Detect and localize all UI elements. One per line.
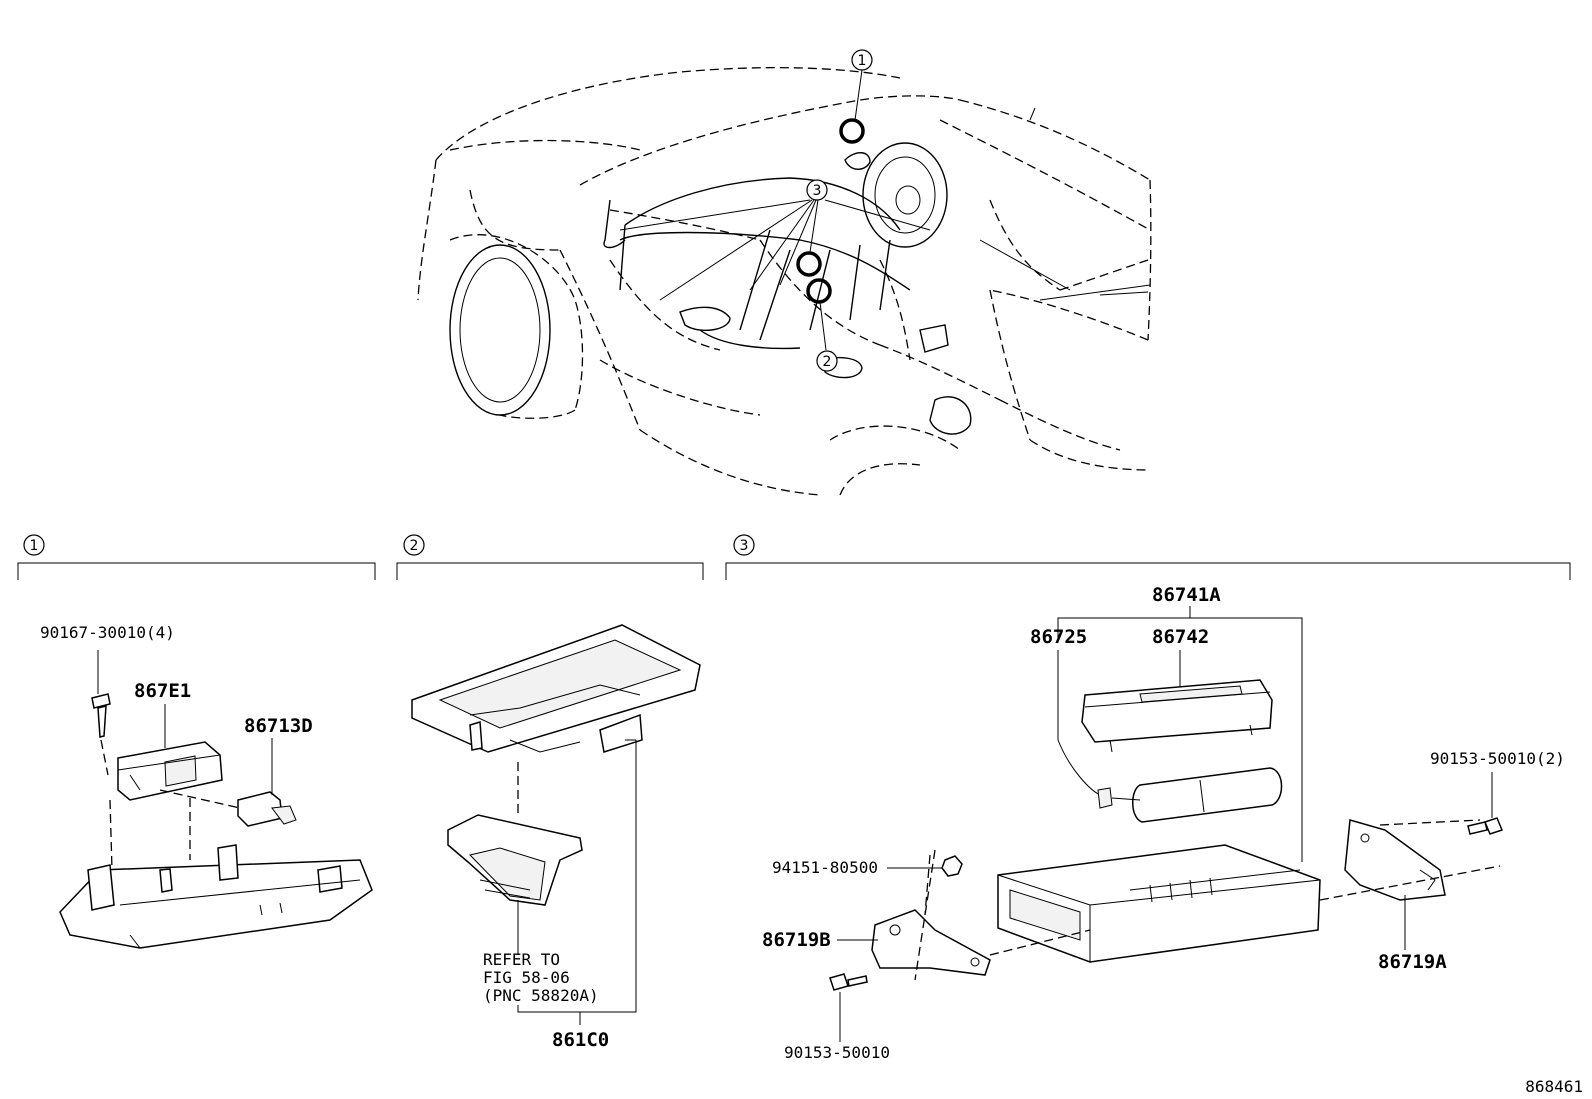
location-marker-2 xyxy=(806,278,832,304)
location-marker-1 xyxy=(839,118,865,144)
svg-text:2: 2 xyxy=(823,354,832,370)
svg-text:2: 2 xyxy=(410,538,419,554)
location-marker-3 xyxy=(796,251,822,277)
note-line-2: FIG 58-06 xyxy=(483,968,570,987)
bolt-icon xyxy=(1467,817,1504,835)
part-label-94151-80500: 94151-80500 xyxy=(772,858,878,877)
part-label-86713D: 86713D xyxy=(244,715,313,737)
connector-illustration xyxy=(237,791,297,827)
nut-icon xyxy=(941,855,963,877)
part-label-86741A: 86741A xyxy=(1152,584,1221,606)
svg-text:3: 3 xyxy=(740,538,749,554)
note-line-1: REFER TO xyxy=(483,950,560,969)
part-label-867E1: 867E1 xyxy=(134,680,191,702)
part-label-86719A: 86719A xyxy=(1378,951,1447,973)
note-line-3: (PNC 58820A) xyxy=(483,986,599,1005)
bracket-right-illustration xyxy=(1344,819,1446,901)
part-label-90153-50010-2: 90153-50010(2) xyxy=(1430,749,1565,768)
callout-1: 1 xyxy=(851,49,873,71)
screw-icon xyxy=(91,693,111,738)
section-3-parts: 86741A 86742 86725 xyxy=(762,584,1565,1062)
console-tray-illustration xyxy=(411,624,701,753)
part-label-86725: 86725 xyxy=(1030,626,1087,648)
figure-id: 868461 xyxy=(1525,1077,1583,1096)
part-label-90153-50010: 90153-50010 xyxy=(784,1043,890,1062)
section-header-2: 2 xyxy=(396,534,704,580)
section-header-3: 3 xyxy=(725,534,1571,580)
overhead-lamp-housing-illustration xyxy=(117,741,223,801)
bolt-icon xyxy=(829,973,868,991)
svg-text:3: 3 xyxy=(813,183,822,199)
section-header-1: 1 xyxy=(17,534,376,580)
antenna-module-illustration xyxy=(1097,767,1283,823)
cup-holder-illustration xyxy=(447,814,583,906)
callout-3: 3 xyxy=(806,179,828,201)
section-1-parts: 90167-30010(4) 867E1 86713D xyxy=(40,623,373,949)
callout-2: 2 xyxy=(816,350,838,372)
section-2-parts: REFER TO FIG 58-06 (PNC 58820A) 861C0 xyxy=(411,624,701,1051)
control-box-illustration xyxy=(997,844,1321,963)
roof-console-base-illustration xyxy=(59,844,373,949)
part-label-86719B: 86719B xyxy=(762,929,831,951)
electronic-module-illustration xyxy=(1081,679,1273,753)
svg-text:1: 1 xyxy=(30,538,39,554)
part-label-86742: 86742 xyxy=(1152,626,1209,648)
bracket-left-illustration xyxy=(871,909,991,976)
part-label-90167-30010: 90167-30010(4) xyxy=(40,623,175,642)
part-label-861C0: 861C0 xyxy=(552,1029,609,1051)
svg-text:1: 1 xyxy=(858,53,867,69)
car-overview-illustration: 1 3 2 xyxy=(417,49,1152,496)
